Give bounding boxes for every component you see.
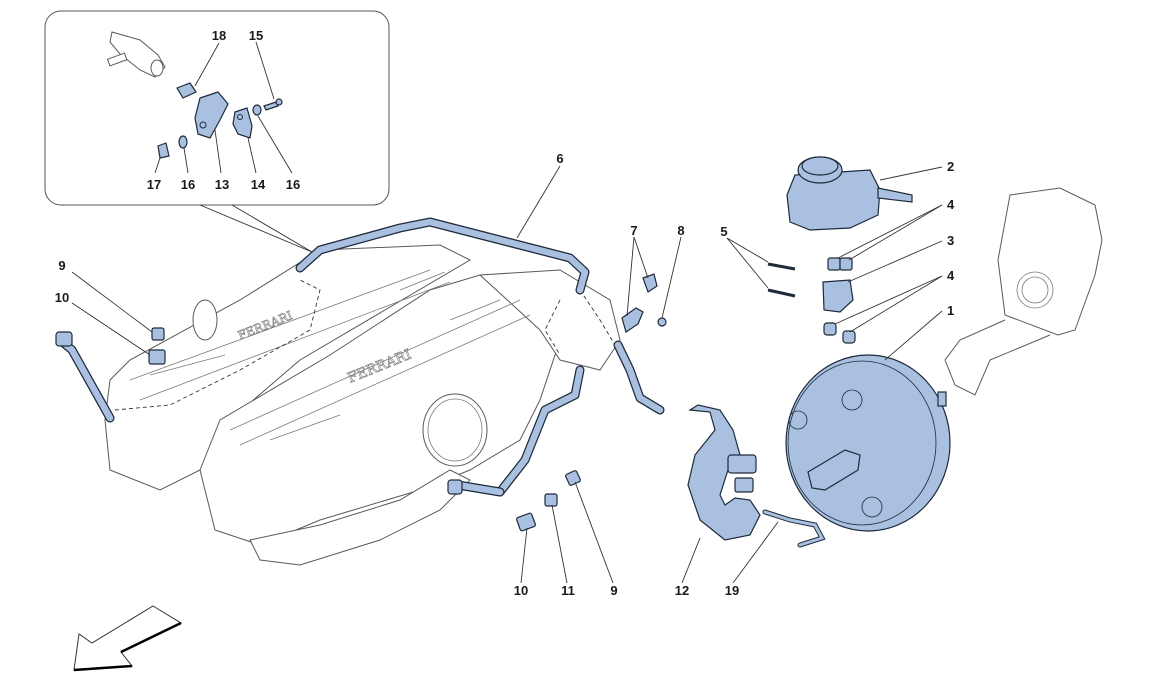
leader-lines xyxy=(71,165,943,584)
callout-label: 14 xyxy=(251,177,266,192)
part-6-vacuum-hose xyxy=(295,217,590,295)
callout-label: 16 xyxy=(181,177,195,192)
part-13-bracket xyxy=(194,91,229,139)
callout-label: 15 xyxy=(249,28,263,43)
callout-label-11: 11 xyxy=(561,583,575,598)
fitting-outline xyxy=(106,31,166,78)
hose-to-servo xyxy=(613,340,665,415)
callout-label-9: 9 xyxy=(610,583,617,598)
part-1-brake-servo xyxy=(785,354,951,532)
callout-label: 17 xyxy=(147,177,161,192)
callout-label: 16 xyxy=(286,177,300,192)
part-16-washer-left xyxy=(178,135,188,149)
detail-inset: 18 15 17 16 13 14 16 xyxy=(44,10,390,253)
part-2-brake-fluid-reservoir xyxy=(786,156,913,231)
part-15-bolt xyxy=(263,98,283,111)
callout-label-4: 4 xyxy=(947,268,955,283)
callout-label-6: 6 xyxy=(556,151,563,166)
callout-label-10: 10 xyxy=(514,583,528,598)
callout-label: 13 xyxy=(215,177,229,192)
part-3-and-4-plugs xyxy=(822,257,856,344)
callout-label-8: 8 xyxy=(677,223,684,238)
part-16-washer-right xyxy=(252,104,262,116)
callout-label-19: 19 xyxy=(725,583,739,598)
pedal-assembly-outline xyxy=(944,187,1103,396)
callout-label-7: 7 xyxy=(630,223,637,238)
callout-labels: 2 4 3 4 1 5 6 7 8 9 10 10 11 9 12 19 xyxy=(55,151,955,598)
part-17-cap xyxy=(157,142,170,159)
part-14-bracket xyxy=(232,107,253,139)
callout-label-10: 10 xyxy=(55,290,69,305)
callout-label-1: 1 xyxy=(947,303,954,318)
front-direction-arrow xyxy=(73,605,183,672)
callout-label-4: 4 xyxy=(947,197,955,212)
hose-right-down xyxy=(447,365,585,497)
callout-label-9: 9 xyxy=(58,258,65,273)
part-18-clamp xyxy=(176,82,197,99)
callout-label-3: 3 xyxy=(947,233,954,248)
hose-left xyxy=(55,331,115,423)
part-19-harness xyxy=(762,509,826,548)
callout-label-2: 2 xyxy=(947,159,954,174)
part-12-servo-hose xyxy=(687,404,761,541)
callout-label: 18 xyxy=(212,28,226,43)
callout-label-12: 12 xyxy=(675,583,689,598)
engine-intake-outline: FERRARI FERRARI xyxy=(104,244,621,566)
callout-label-5: 5 xyxy=(720,224,727,239)
